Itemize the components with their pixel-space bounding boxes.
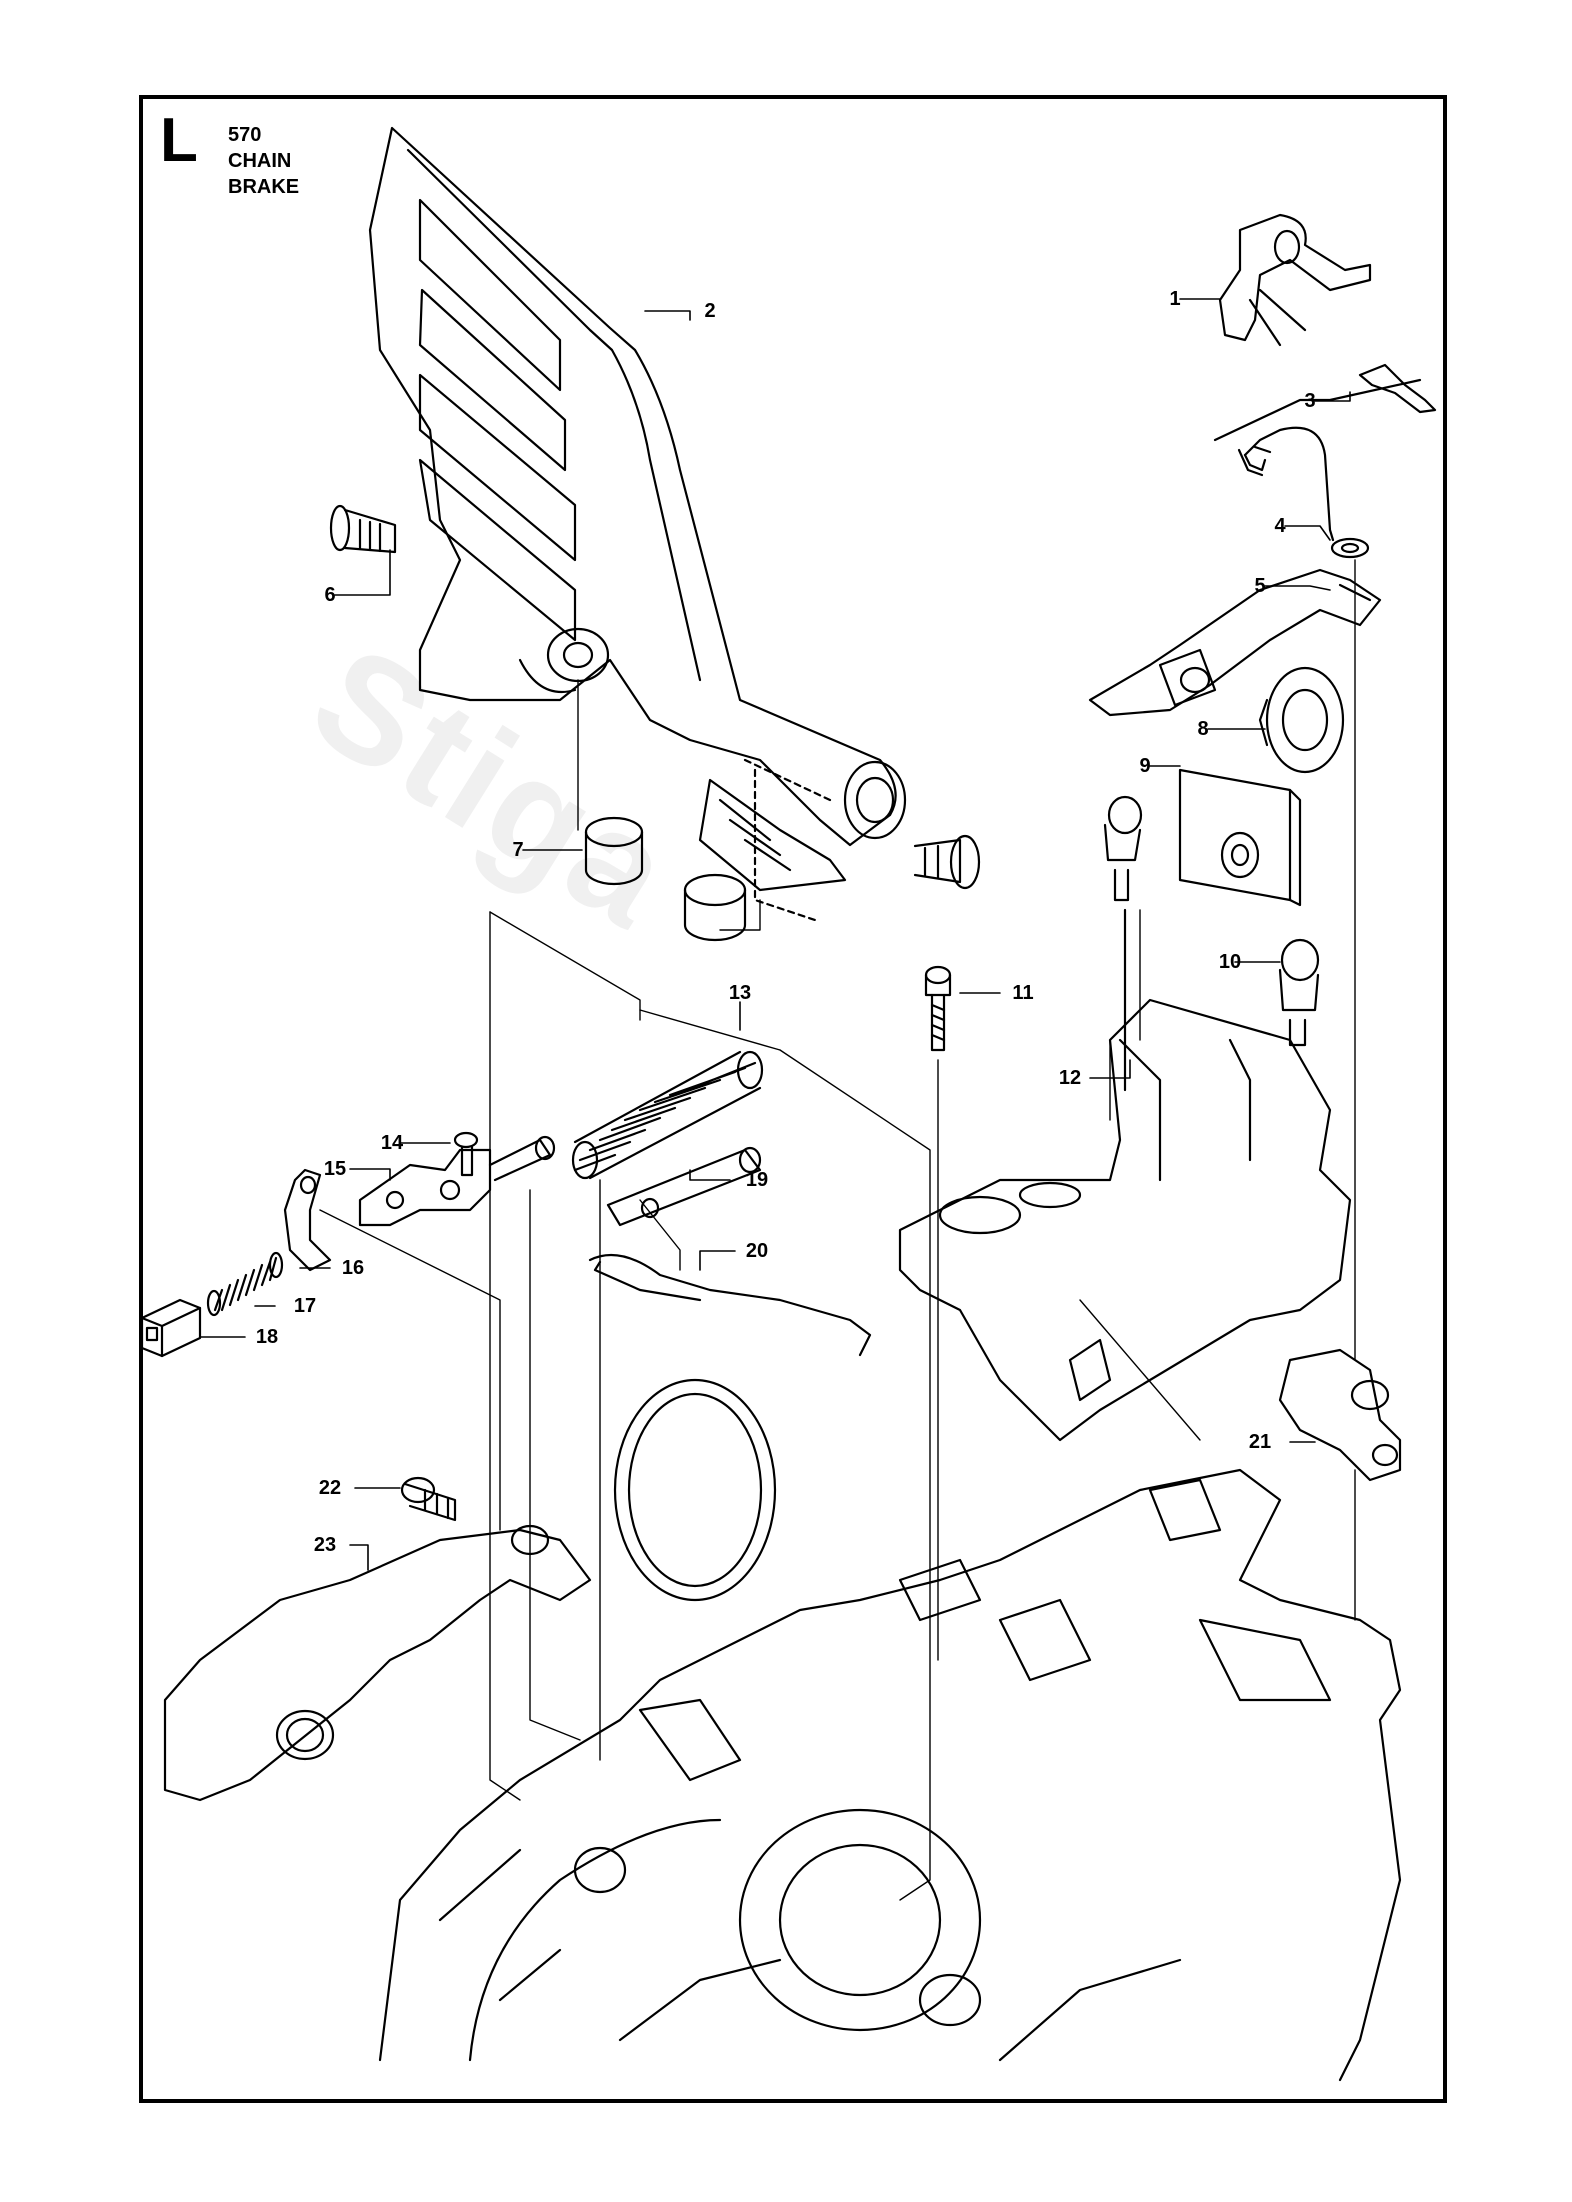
callout-3: 3 — [1304, 390, 1316, 412]
title-line-chain: CHAIN — [228, 150, 292, 172]
part-link-5 — [1088, 568, 1382, 717]
callout-7: 7 — [512, 839, 524, 861]
title-model-number: 570 — [228, 124, 262, 146]
part-block-18 — [140, 1298, 202, 1358]
part-adjuster-21 — [1278, 1348, 1402, 1482]
callout-23: 23 — [313, 1534, 337, 1556]
callout-19: 19 — [745, 1169, 769, 1191]
callout-14: 14 — [380, 1132, 404, 1154]
part-lever-1 — [1218, 213, 1372, 347]
callout-20: 20 — [745, 1240, 769, 1262]
callout-9: 9 — [1139, 755, 1151, 777]
part-housing-9 — [1178, 768, 1302, 907]
callout-leaders — [199, 298, 1351, 1571]
callout-8: 8 — [1197, 718, 1209, 740]
callout-17: 17 — [293, 1295, 317, 1317]
callout-16: 16 — [341, 1257, 365, 1279]
diagram-frame — [139, 95, 1447, 2103]
callout-15: 15 — [323, 1158, 347, 1180]
part-brake-band-20 — [588, 1253, 872, 1602]
part-bolt-guard-pivot — [743, 758, 981, 922]
part-spring-3 — [1213, 363, 1437, 442]
section-letter: L — [160, 106, 198, 175]
part-bolt-22 — [400, 1476, 457, 1522]
part-cable-4 — [1237, 426, 1370, 559]
part-housing-12 — [898, 998, 1352, 1442]
part-cover-23 — [163, 1524, 592, 1802]
part-latch-16 — [283, 1168, 332, 1272]
callout-1: 1 — [1169, 288, 1181, 310]
part-spring-13 — [571, 1050, 764, 1180]
part-screw-11 — [924, 965, 952, 1661]
part-clip-small — [1103, 795, 1143, 1092]
title-line-brake: BRAKE — [228, 176, 300, 198]
part-pin-19 — [606, 1146, 762, 1227]
part-screw-14 — [453, 1131, 479, 1177]
callout-12: 12 — [1058, 1067, 1082, 1089]
callout-6: 6 — [324, 584, 336, 606]
part-clip-10 — [1278, 938, 1320, 1047]
part-crankcase — [378, 1468, 1402, 2082]
callout-13: 13 — [728, 982, 752, 1004]
diagram-title: 570 CHAIN BRAKE — [228, 122, 299, 200]
callout-2: 2 — [704, 300, 716, 322]
callout-11: 11 — [1012, 982, 1034, 1004]
callout-5: 5 — [1254, 575, 1266, 597]
callout-10: 10 — [1218, 951, 1242, 973]
part-clip-8 — [1258, 666, 1345, 774]
assembly-leader-lines — [319, 559, 1356, 1901]
part-bolt-6 — [329, 504, 397, 554]
part-hand-guard — [368, 126, 907, 892]
callout-18: 18 — [255, 1326, 279, 1348]
callout-21: 21 — [1248, 1431, 1272, 1453]
part-spring-17 — [206, 1251, 284, 1317]
callout-22: 22 — [318, 1477, 342, 1499]
part-bushing-7 — [584, 816, 747, 942]
callout-4: 4 — [1274, 515, 1286, 537]
